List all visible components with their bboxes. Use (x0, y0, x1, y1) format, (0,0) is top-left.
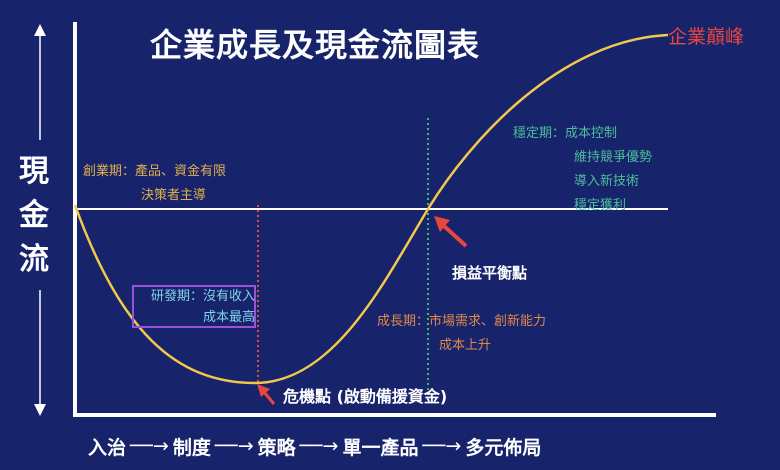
growth-line-2: 成本上升 (439, 338, 492, 353)
startup-line-1: 創業期：產品、資金有限 (83, 164, 227, 179)
peak-label: 企業巔峰 (668, 26, 745, 48)
crisis-label: 危機點 (啟動備援資金) (283, 387, 448, 406)
y-axis-label: 現金流 (19, 154, 49, 277)
growth-line-1: 成長期：市場需求、創新能力 (377, 314, 547, 329)
stage-2: 制度 (172, 436, 211, 459)
rnd-phase-label: 研發期：沒有收入 成本最高 (137, 286, 255, 328)
stage-arrow-3: ──→ (299, 435, 339, 457)
rnd-phase-box (132, 285, 256, 328)
stable-line-2: 維持競爭優勢 (574, 150, 653, 165)
stage-arrow-4: ──→ (422, 435, 462, 457)
stable-phase-label: 穩定期：成本控制 維持競爭優勢 導入新技術 穩定獲利 (513, 122, 652, 218)
stable-line-4: 穩定獲利 (574, 198, 627, 213)
stable-line-1: 穩定期：成本控制 (513, 126, 618, 141)
stage-arrow-1: ──→ (130, 435, 169, 457)
stable-line-3: 導入新技術 (574, 174, 640, 189)
stage-3: 策略 (257, 436, 296, 459)
rnd-line-1: 研發期：沒有收入 (150, 289, 255, 304)
rnd-line-2: 成本最高 (202, 310, 255, 325)
cash-flow-curve (73, 33, 669, 385)
stage-5: 多元佈局 (465, 436, 542, 459)
stage-progression: 入治 ──→ 制度 ──→ 策略 ──→ 單一產品 ──→ 多元佈局 (88, 432, 541, 460)
diagram-title: 企業成長及現金流圖表 (150, 26, 481, 64)
startup-line-2: 決策者主導 (141, 188, 207, 203)
startup-phase-label: 創業期：產品、資金有限 決策者主導 (83, 160, 226, 208)
stage-arrow-2: ──→ (214, 435, 254, 457)
crisis-pointer-arrow (257, 384, 276, 405)
breakeven-label: 損益平衡點 (452, 264, 528, 282)
growth-phase-label: 成長期：市場需求、創新能力 成本上升 (377, 310, 546, 358)
stage-1: 入治 (88, 436, 127, 459)
stage-4: 單一產品 (342, 436, 419, 459)
breakeven-pointer-arrow (434, 216, 468, 248)
